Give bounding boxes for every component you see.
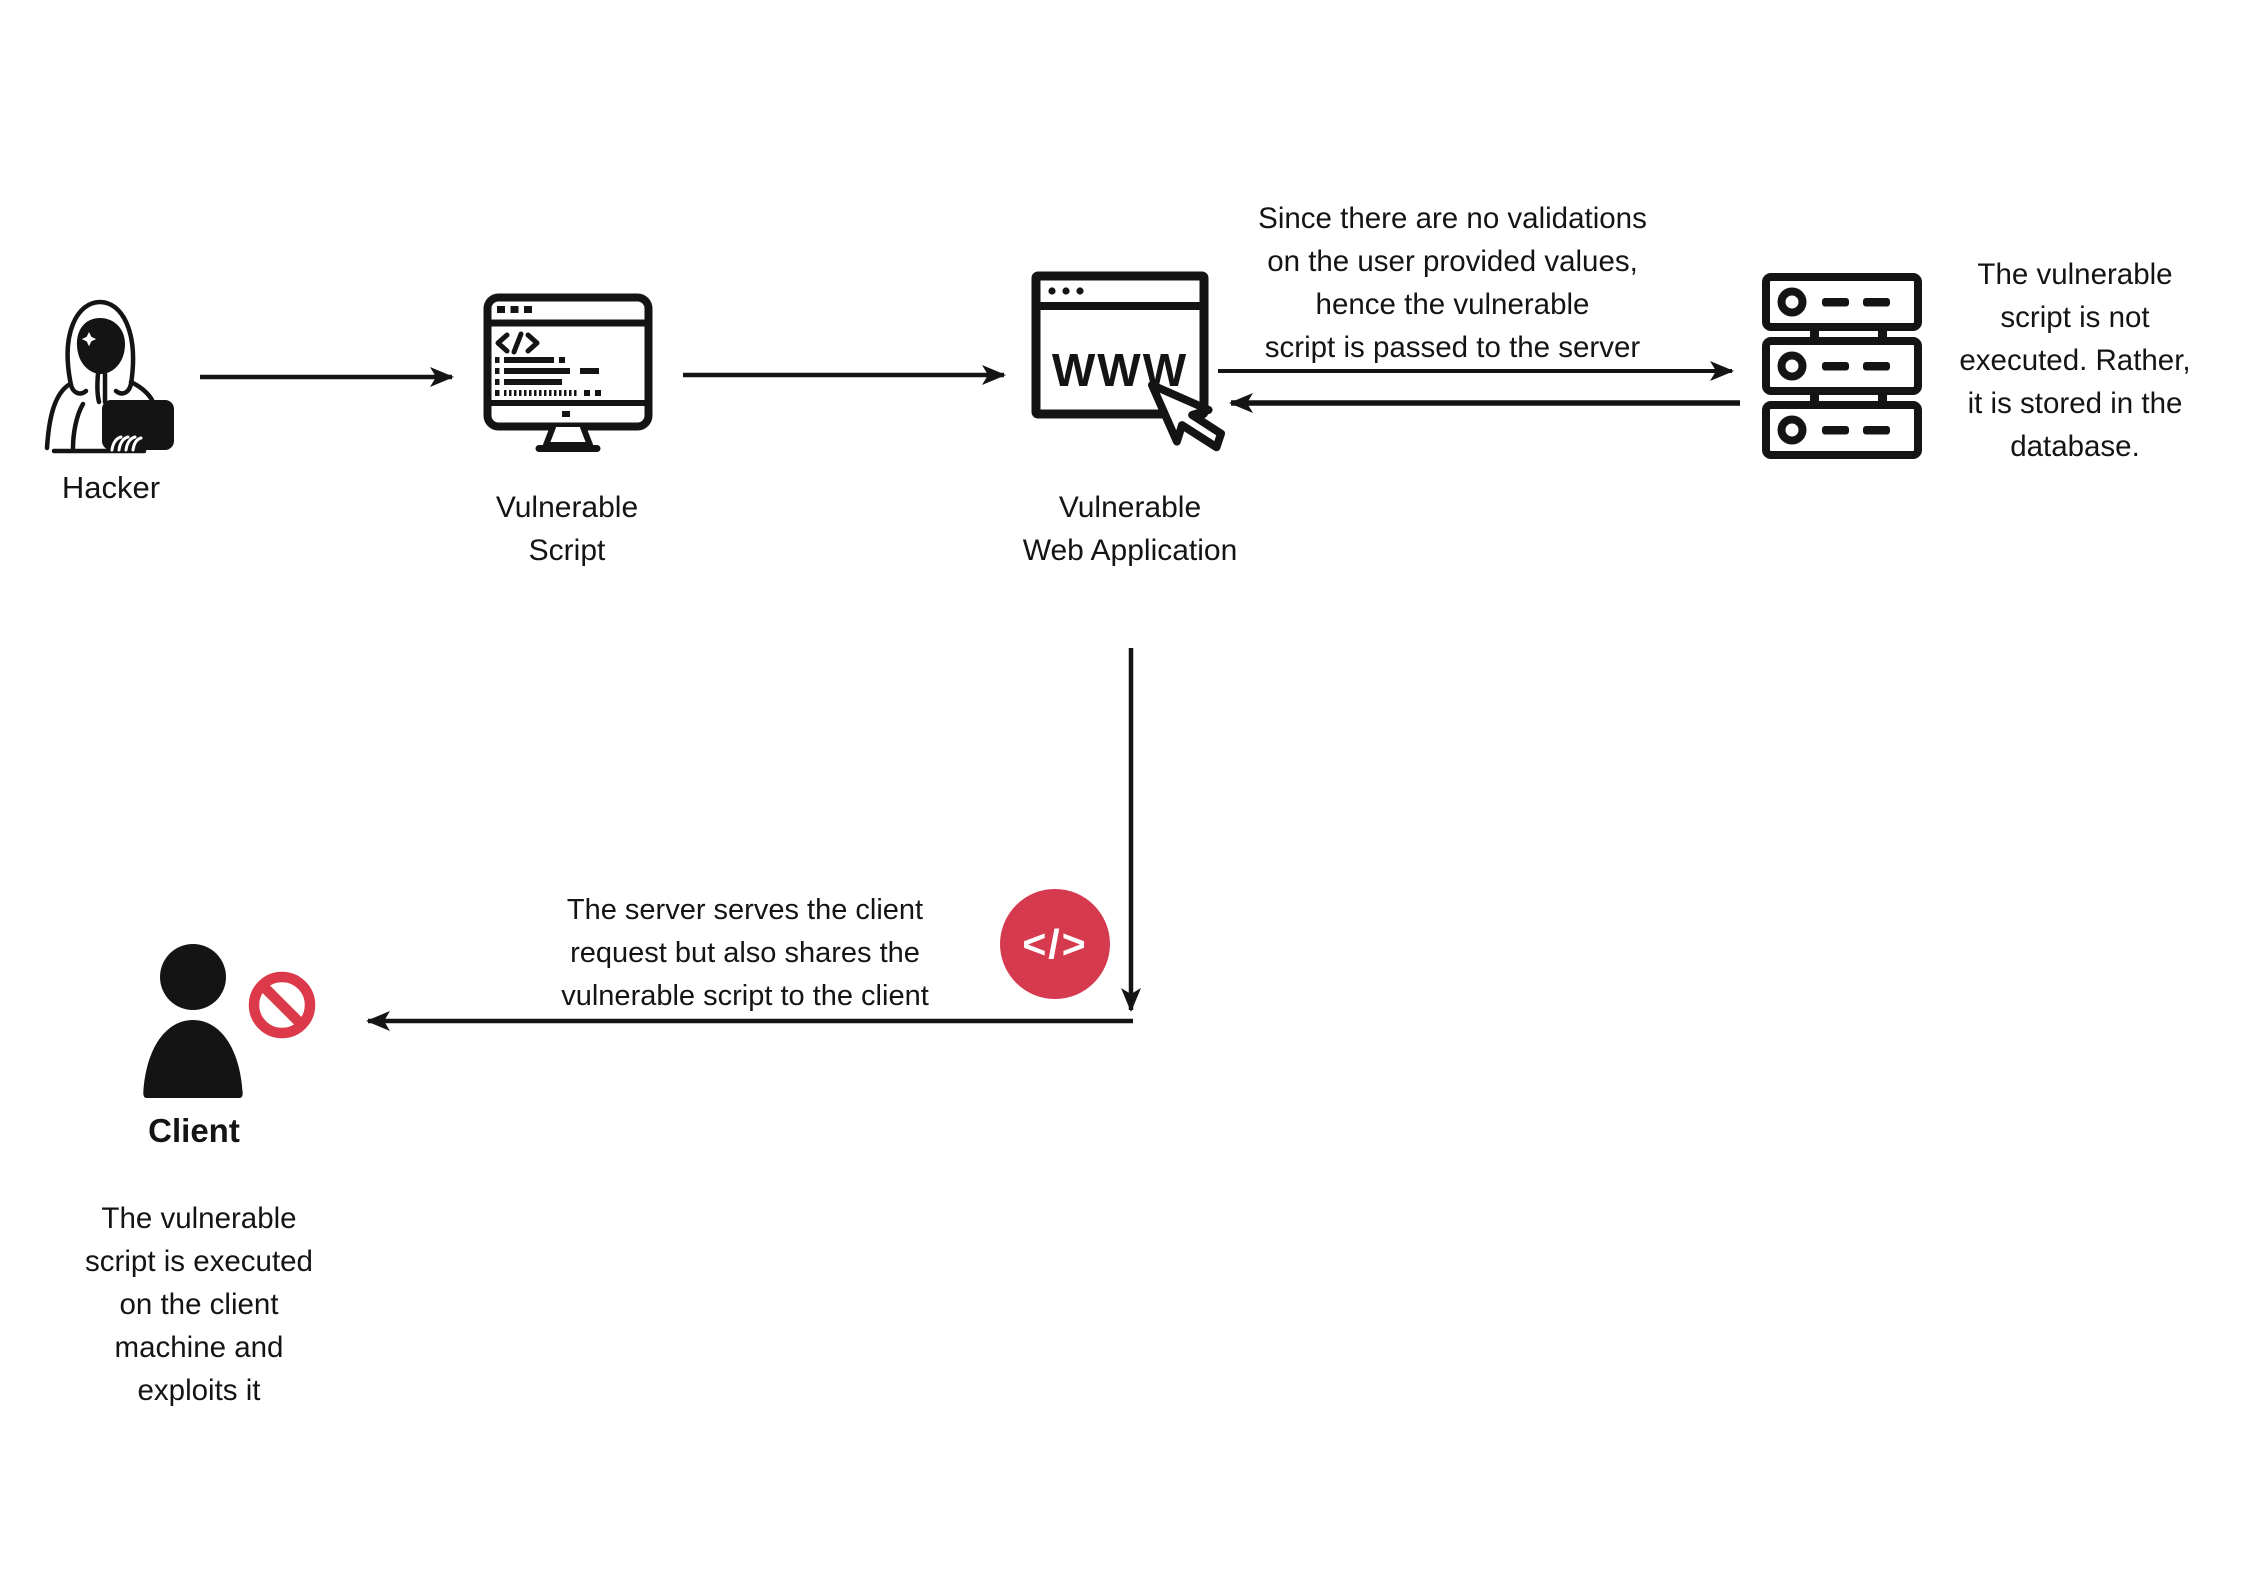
server-note: The vulnerable script is not executed. R… (1959, 258, 2191, 463)
web-application-label: Vulnerable Web Application (1022, 491, 1238, 567)
cursor-icon (1147, 380, 1226, 452)
hacker-icon (38, 292, 178, 460)
client-note: The vulnerable script is executed on the… (85, 1202, 313, 1407)
vulnerable-script-label: Vulnerable Script (495, 491, 639, 567)
web-application-icon: WWW (1030, 270, 1240, 466)
vulnerable-script-icon (483, 293, 653, 455)
hacker-label: Hacker (61, 470, 161, 505)
code-badge-text: </> (1022, 920, 1088, 967)
code-badge-icon: </> (1000, 889, 1110, 999)
client-label: Client (148, 1112, 240, 1149)
server-rack-icon (1762, 273, 1922, 459)
to-client-note: The server serves the client request but… (561, 894, 929, 1012)
client-icon (133, 944, 253, 1098)
prohibition-icon (248, 971, 316, 1039)
to-server-note: Since there are no validations on the us… (1258, 202, 1647, 364)
